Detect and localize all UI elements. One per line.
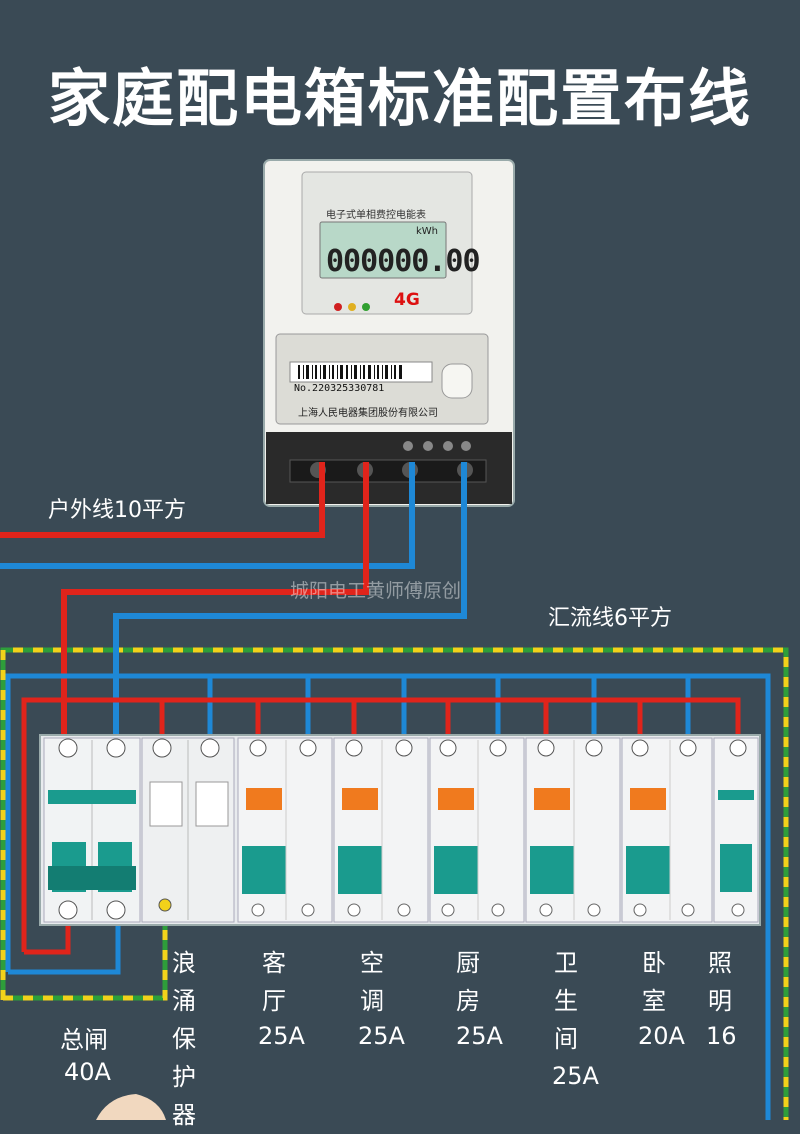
breaker-rating-kitchen: 25A (456, 1022, 503, 1050)
breaker-rating-lighting: 16 (706, 1022, 737, 1050)
surge-protector (141, 737, 235, 923)
breaker-rating-living: 25A (258, 1022, 305, 1050)
breaker-label-living: 客 厅 (262, 949, 286, 1015)
main-breaker (43, 737, 141, 923)
breaker-rating-aircon: 25A (358, 1022, 405, 1050)
outdoor-line-label: 户外线10平方 (48, 498, 186, 523)
meter-serial: No.220325330781 (294, 383, 385, 394)
terminal-screws (249, 739, 747, 917)
breaker-label-surge: 浪 涌 保 护 器 (172, 949, 196, 1129)
breaker-label-main: 总闸 (60, 1026, 108, 1054)
page-title: 家庭配电箱标准配置布线 (47, 62, 752, 135)
meter-network-badge: 4G (394, 290, 420, 310)
breaker-rating-bathroom: 25A (552, 1062, 599, 1090)
hand-decoration (96, 1094, 166, 1120)
neutral-bus (5, 673, 771, 1120)
breaker-label-bathroom: 卫 生 间 (554, 949, 578, 1053)
barcode (298, 365, 402, 379)
breaker-label-kitchen: 厨 房 (456, 949, 480, 1015)
breaker-label-bedroom: 卧 室 (642, 949, 666, 1015)
breaker-rail (39, 734, 761, 926)
breaker-label-lighting: 照 明 (708, 949, 732, 1015)
meter-wires (0, 462, 467, 742)
branch-breakers (237, 737, 759, 923)
breaker-label-aircon: 空 调 (360, 949, 384, 1015)
breaker-rating-main: 40A (64, 1058, 111, 1086)
meter-maker: 上海人民电器集团股份有限公司 (298, 408, 438, 419)
meter-model-text: 电子式单相费控电能表 (326, 210, 426, 221)
meter-unit: kWh (416, 226, 439, 237)
energy-meter (263, 159, 515, 507)
breaker-rating-bedroom: 20A (638, 1022, 685, 1050)
bus-line-label: 汇流线6平方 (548, 606, 672, 631)
watermark: 城阳电工黄师傅原创 (290, 580, 462, 602)
meter-reading: 000000.00 (326, 244, 481, 279)
ground-wire (0, 647, 789, 1120)
